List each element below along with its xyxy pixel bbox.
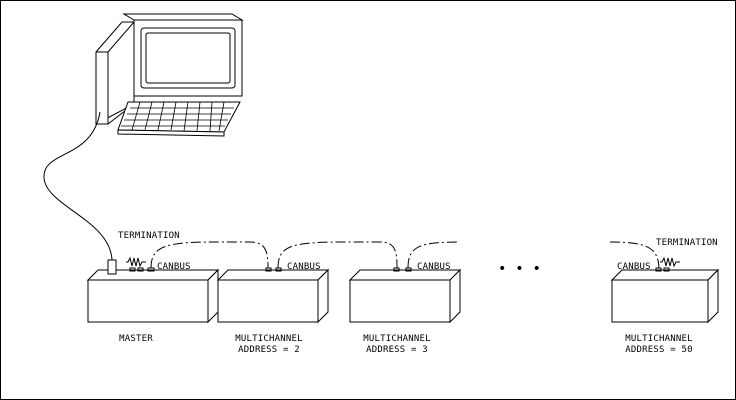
node-label-50-line1: MULTICHANNEL xyxy=(614,334,704,344)
canbus-label-master: CANBUS xyxy=(157,262,191,272)
canbus-label-node-50: CANBUS xyxy=(617,262,651,272)
pc-cable xyxy=(44,112,112,260)
node-label-3-line2: ADDRESS = 3 xyxy=(352,345,442,355)
termination-label-master: TERMINATION xyxy=(118,231,180,241)
node-label-2-line1: MULTICHANNEL xyxy=(224,334,314,344)
canbus-label-node-2: CANBUS xyxy=(287,262,321,272)
termination-label-end: TERMINATION xyxy=(656,238,718,248)
node-box-3 xyxy=(350,268,460,322)
continuation-ellipsis: • • • xyxy=(498,264,541,274)
node-label-3-line1: MULTICHANNEL xyxy=(352,334,442,344)
node-label-50-line2: ADDRESS = 50 xyxy=(614,345,704,355)
master-box xyxy=(88,258,218,322)
node-label-2-line2: ADDRESS = 2 xyxy=(224,345,314,355)
node-box-2 xyxy=(218,268,328,322)
node-label-master: MASTER xyxy=(96,334,176,344)
canbus-label-node-3: CANBUS xyxy=(417,262,451,272)
canbus-cables xyxy=(151,242,659,268)
computer-icon xyxy=(96,14,242,136)
